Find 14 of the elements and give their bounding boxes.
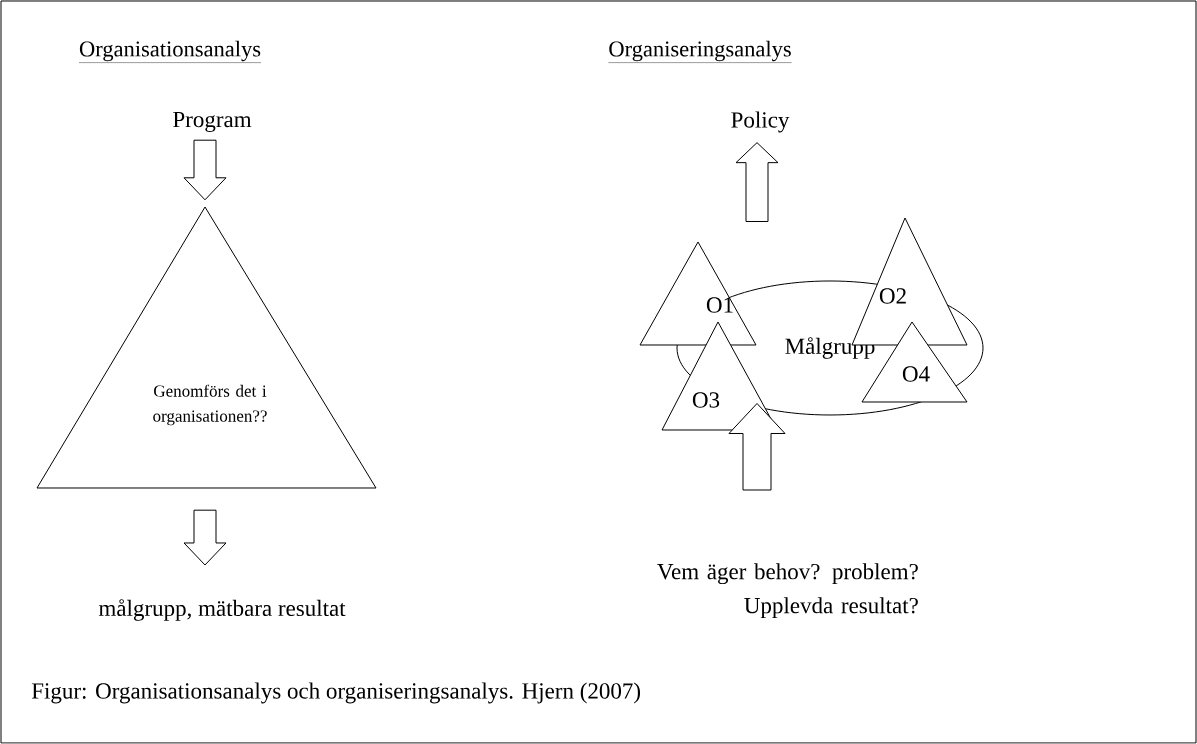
block-arrow (735, 142, 779, 222)
triangle: Genomförs det i organisationen?? (36, 206, 377, 489)
heading: Organisationsanalys (78, 40, 262, 63)
text-label: målgrupp, mätbara resultat (98, 599, 346, 621)
text-label: Policy (731, 111, 790, 133)
block-arrow (183, 139, 227, 201)
question-text: Vem äger behov? problem? Upplevda resultat? (657, 563, 918, 619)
block-arrow (183, 509, 227, 566)
caption: Figur: Organisationsanalys och organiseringsanalys. Hjern (2007) (31, 682, 641, 704)
heading: Organiseringsanalys (608, 40, 792, 63)
block-arrow (728, 403, 786, 491)
text-label: Program (173, 111, 252, 132)
triangle: O2 (851, 217, 968, 346)
triangle: O1 (639, 241, 757, 346)
